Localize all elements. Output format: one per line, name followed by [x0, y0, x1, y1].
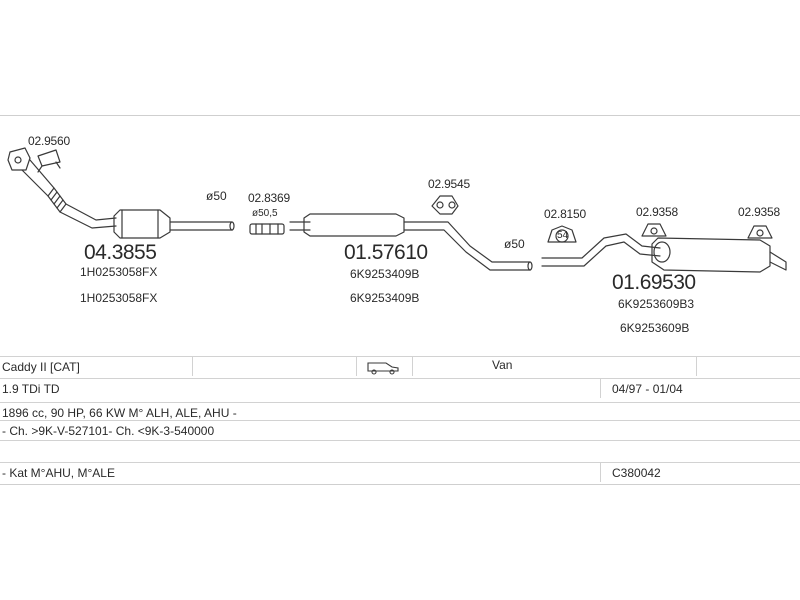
- hanger-02-9358-b-icon: [747, 225, 773, 239]
- rear-pipe-icon: [541, 233, 661, 267]
- rear-silencer-icon: [651, 237, 787, 273]
- downpipe-icon: [21, 159, 117, 229]
- info-row-spacer: [0, 440, 800, 460]
- oem-number: 6K9253609B3: [618, 297, 695, 311]
- oem-number: 1H0253058FX: [80, 291, 158, 305]
- oem-number: 6K9253609B: [620, 321, 690, 335]
- part-code: 02.8369: [248, 191, 290, 205]
- pipe-diameter: ø50,5: [252, 208, 278, 219]
- pipe-diameter: ø50: [504, 237, 525, 251]
- part-code: 02.9560: [28, 134, 70, 148]
- part-code: 02.8150: [544, 207, 586, 221]
- catalyst-note: - Kat M°AHU, M°ALE: [2, 466, 115, 480]
- part-code: 04.3855: [84, 241, 157, 264]
- chassis-range: - Ch. >9K-V-527101- Ch. <9K-3-540000: [2, 424, 215, 438]
- part-code: 01.69530: [612, 271, 696, 294]
- info-row-chassis: - Ch. >9K-V-527101- Ch. <9K-3-540000: [0, 420, 800, 440]
- info-row-model: Caddy II [CAT] Van: [0, 356, 800, 376]
- part-code: 02.9358: [738, 205, 780, 219]
- connector-02-8369-icon: [249, 223, 285, 235]
- engine-spec: 1896 cc, 90 HP, 66 KW M° ALH, ALE, AHU -: [2, 406, 237, 420]
- front-flange-icon: [7, 147, 31, 171]
- oem-number: 6K9253409B: [350, 267, 420, 281]
- production-years: 04/97 - 01/04: [612, 382, 683, 396]
- part-code: 01.57610: [344, 241, 428, 264]
- oem-number: 1H0253058FX: [80, 265, 158, 279]
- engine: 1.9 TDi TD: [2, 382, 60, 396]
- part-code: 02.9545: [428, 177, 470, 191]
- pipe-diameter: ø50: [206, 189, 227, 203]
- body-type: Van: [492, 358, 513, 372]
- part-code: 02.9358: [636, 205, 678, 219]
- model-name: Caddy II [CAT]: [2, 360, 80, 374]
- hanger-02-9358-a-icon: [641, 223, 667, 237]
- oem-number: 6K9253409B: [350, 291, 420, 305]
- middle-silencer-icon: [289, 213, 533, 271]
- top-rule: [0, 115, 800, 116]
- info-row-engine: 1.9 TDi TD 04/97 - 01/04: [0, 378, 800, 398]
- reference-code: C380042: [612, 466, 661, 480]
- clamp-size-badge: 54: [557, 230, 569, 241]
- hanger-02-9545-icon: [431, 195, 459, 215]
- info-row-note: - Kat M°AHU, M°ALE C380042: [0, 462, 800, 482]
- catalyst-icon: [113, 209, 235, 239]
- info-row-spec: 1896 cc, 90 HP, 66 KW M° ALH, ALE, AHU -: [0, 402, 800, 422]
- van-icon: [366, 359, 400, 378]
- bottom-rule: [0, 484, 800, 485]
- clamp-02-8150-icon: [547, 225, 577, 243]
- clamp-02-9560-icon: [37, 149, 61, 173]
- exhaust-diagram: [7, 147, 787, 273]
